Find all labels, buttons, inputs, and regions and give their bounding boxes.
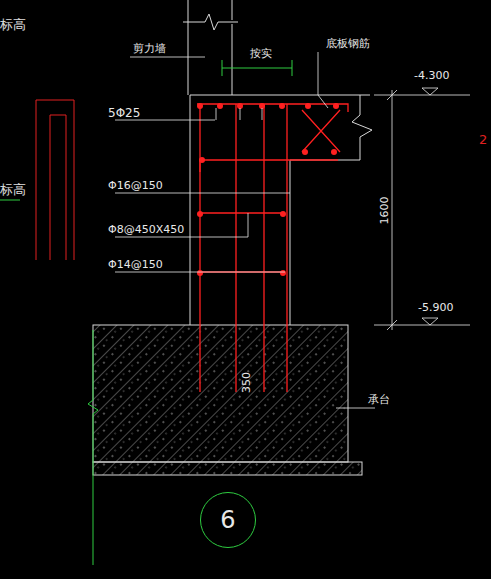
- drawing-label: 承台: [368, 394, 390, 405]
- callout-number: 6: [220, 506, 235, 534]
- drawing-label: 1600: [379, 196, 390, 224]
- drawing-label: Φ8@450X450: [108, 224, 184, 235]
- drawing-label: 350: [241, 372, 252, 393]
- drawing-label: -5.900: [418, 302, 453, 313]
- drawing-label: -4.300: [414, 70, 449, 81]
- drawing-label: 按实: [250, 48, 272, 59]
- drawing-label: 标高: [0, 183, 26, 196]
- drawing-label: 标高: [0, 18, 26, 31]
- drawing-label: Φ14@150: [108, 259, 163, 270]
- drawing-label: 5Φ25: [108, 107, 140, 119]
- drawing-label: 2: [479, 133, 487, 146]
- drawing-label: Φ16@150: [108, 180, 163, 191]
- drawing-label: 底板钢筋: [326, 38, 370, 49]
- drawing-label: 剪力墙: [133, 43, 166, 54]
- detail-callout-circle: 6: [200, 492, 256, 548]
